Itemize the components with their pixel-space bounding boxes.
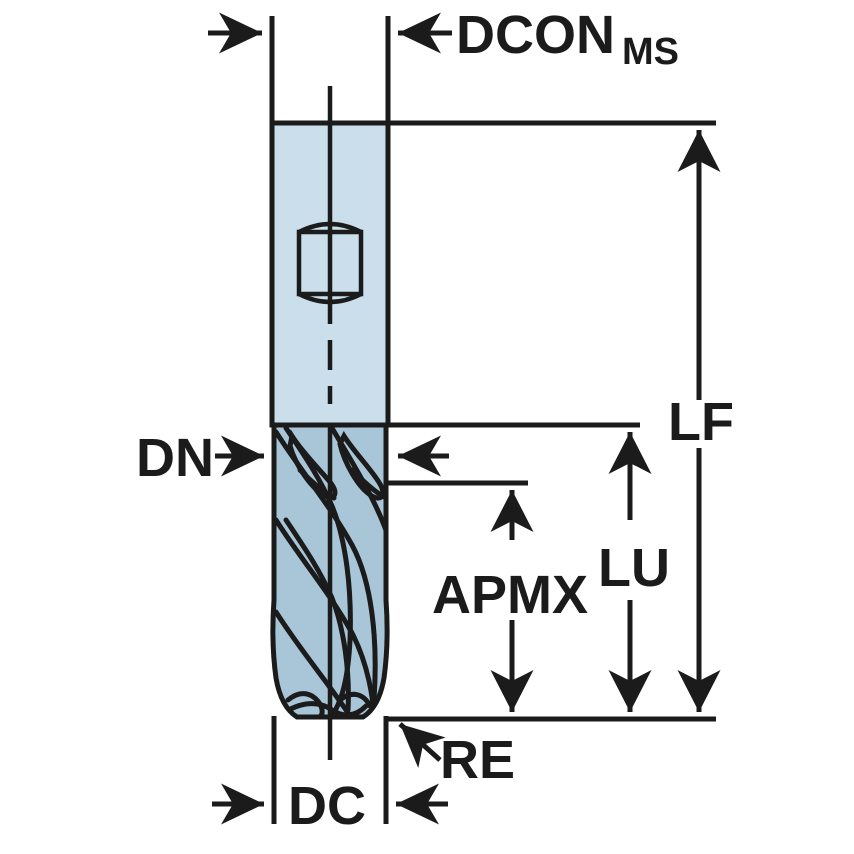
label-lf: LF bbox=[668, 392, 734, 452]
extension-lines bbox=[269, 16, 716, 824]
label-re: RE bbox=[440, 730, 515, 790]
label-lu: LU bbox=[598, 538, 670, 598]
dimension-re bbox=[398, 722, 446, 769]
label-apmx: APMX bbox=[432, 565, 588, 625]
label-dcon-subscript: MS bbox=[622, 31, 679, 73]
label-dcon: DCON bbox=[456, 5, 615, 65]
helical-flutes bbox=[273, 425, 387, 716]
label-dc: DC bbox=[288, 776, 366, 836]
label-dn: DN bbox=[136, 428, 214, 488]
